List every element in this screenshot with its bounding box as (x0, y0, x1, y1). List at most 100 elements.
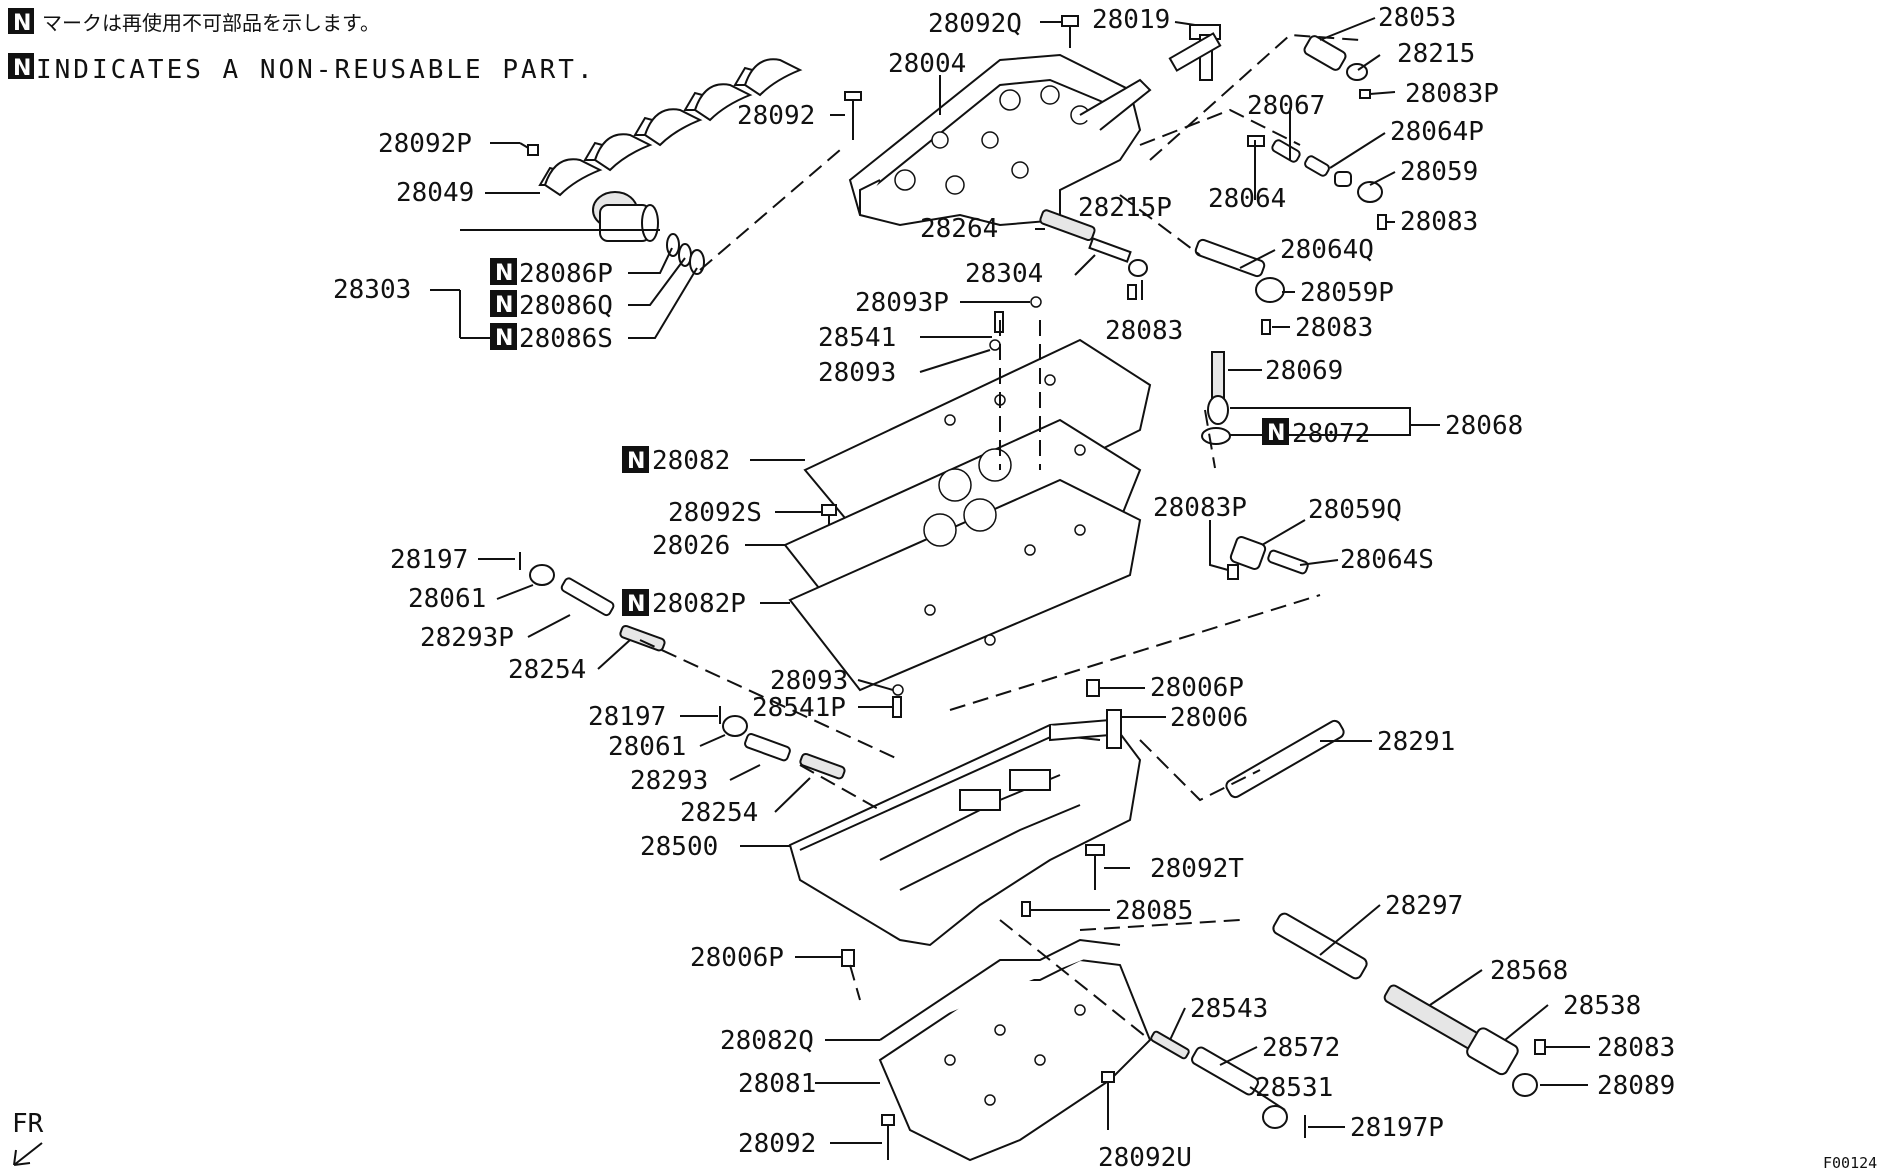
figure-id: F00124 (1823, 1154, 1877, 1172)
part-label-28531: 28531 (1255, 1073, 1333, 1103)
part-label-28092: 28092 (737, 101, 815, 131)
non-reusable-badge (622, 446, 649, 473)
non-reusable-badge (622, 589, 649, 616)
non-reusable-badge-letter: N (627, 449, 645, 474)
lower-valve-body-drawing (788, 718, 1142, 947)
front-direction-label: FR (12, 1109, 44, 1139)
part-label-28092U: 28092U (1098, 1143, 1192, 1173)
part-label-28083: 28083 (1295, 313, 1373, 343)
part-label-28086P: 28086P (519, 259, 613, 289)
non-reusable-badge-letter: N (495, 293, 513, 318)
non-reusable-badge (490, 323, 517, 350)
part-label-28019: 28019 (1092, 5, 1170, 35)
part-label-28059Q: 28059Q (1308, 495, 1402, 525)
part-label-28064P: 28064P (1390, 117, 1484, 147)
part-label-28092T: 28092T (1150, 854, 1244, 884)
part-label-28092S: 28092S (668, 498, 762, 528)
part-label-28064S: 28064S (1340, 545, 1434, 575)
part-label-28303: 28303 (333, 275, 411, 305)
part-label-28061: 28061 (608, 732, 686, 762)
part-label-28572: 28572 (1262, 1033, 1340, 1063)
non-reusable-badge-letter: N (13, 56, 31, 81)
part-label-28538: 28538 (1563, 991, 1641, 1021)
part-label-28072: 28072 (1292, 419, 1370, 449)
part-label-28006P: 28006P (690, 943, 784, 973)
part-label-28069: 28069 (1265, 356, 1343, 386)
legend-note-en: INDICATES A NON-REUSABLE PART. (36, 55, 596, 85)
non-reusable-badge (490, 258, 517, 285)
legend: N マークは再使用不可部品を示します。 N INDICATES A NON-RE… (8, 8, 596, 85)
part-label-28297: 28297 (1385, 891, 1463, 921)
part-label-28215P: 28215P (1078, 193, 1172, 223)
part-label-28304: 28304 (965, 259, 1043, 289)
part-label-28059: 28059 (1400, 157, 1478, 187)
part-label-28500: 28500 (640, 832, 718, 862)
part-label-28264: 28264 (920, 214, 998, 244)
part-label-28068: 28068 (1445, 411, 1523, 441)
part-label-28059P: 28059P (1300, 278, 1394, 308)
part-label-28006P: 28006P (1150, 673, 1244, 703)
part-label-28006: 28006 (1170, 703, 1248, 733)
part-labels: 28092Q 28019 28053 28215 28083P 28004 28… (333, 3, 1675, 1173)
non-reusable-badge (8, 8, 34, 34)
non-reusable-badge (8, 53, 34, 79)
part-label-28049: 28049 (396, 178, 474, 208)
part-label-28092: 28092 (738, 1129, 816, 1159)
part-label-28197P: 28197P (1350, 1113, 1444, 1143)
part-label-28197: 28197 (390, 545, 468, 575)
orientation-indicator: FR (12, 1109, 44, 1166)
part-label-28067: 28067 (1247, 91, 1325, 121)
part-label-28089: 28089 (1597, 1071, 1675, 1101)
part-label-28093P: 28093P (855, 288, 949, 318)
part-label-28085: 28085 (1115, 896, 1193, 926)
part-label-28083P: 28083P (1405, 79, 1499, 109)
part-label-28093: 28093 (818, 358, 896, 388)
part-label-28083: 28083 (1400, 207, 1478, 237)
part-label-28064: 28064 (1208, 184, 1286, 214)
part-label-28543: 28543 (1190, 994, 1268, 1024)
non-reusable-badge-letter: N (13, 11, 31, 36)
non-reusable-badge (1262, 418, 1289, 445)
part-label-28541P: 28541P (752, 693, 846, 723)
front-direction-arrow-icon (13, 1142, 43, 1166)
part-label-28254: 28254 (508, 655, 586, 685)
part-label-28086Q: 28086Q (519, 291, 613, 321)
part-label-28541: 28541 (818, 323, 896, 353)
part-label-28053: 28053 (1378, 3, 1456, 33)
part-label-28092P: 28092P (378, 129, 472, 159)
leader-lines (430, 17, 1590, 1144)
part-label-28083P: 28083P (1153, 493, 1247, 523)
part-label-28026: 28026 (652, 531, 730, 561)
part-label-28082: 28082 (652, 446, 730, 476)
part-label-28215: 28215 (1397, 39, 1475, 69)
non-reusable-badge (490, 290, 517, 317)
non-reusable-badge-letter: N (495, 261, 513, 286)
non-reusable-badge-letter: N (627, 592, 645, 617)
part-label-28092Q: 28092Q (928, 9, 1022, 39)
part-label-28082Q: 28082Q (720, 1026, 814, 1056)
solenoid-clips-drawing (538, 58, 803, 275)
part-label-28093: 28093 (770, 666, 848, 696)
part-label-28568: 28568 (1490, 956, 1568, 986)
bottom-cover-drawing (878, 938, 1152, 1162)
part-label-28083: 28083 (1105, 316, 1183, 346)
part-label-28293P: 28293P (420, 623, 514, 653)
part-label-28291: 28291 (1377, 727, 1455, 757)
part-label-28061: 28061 (408, 584, 486, 614)
upper-valve-body-drawing (848, 53, 1152, 227)
assembly-lines (639, 33, 1361, 1041)
part-label-28083: 28083 (1597, 1033, 1675, 1063)
part-label-28082P: 28082P (652, 589, 746, 619)
part-label-28254: 28254 (680, 798, 758, 828)
small-parts-drawing (519, 15, 1546, 1160)
part-label-28086S: 28086S (519, 324, 613, 354)
part-badges: N N N N N N (490, 258, 1289, 617)
non-reusable-badge-letter: N (495, 326, 513, 351)
part-label-28197: 28197 (588, 702, 666, 732)
part-label-28081: 28081 (738, 1069, 816, 1099)
part-label-28004: 28004 (888, 49, 966, 79)
non-reusable-badge-letter: N (1267, 421, 1285, 446)
part-label-28064Q: 28064Q (1280, 235, 1374, 265)
